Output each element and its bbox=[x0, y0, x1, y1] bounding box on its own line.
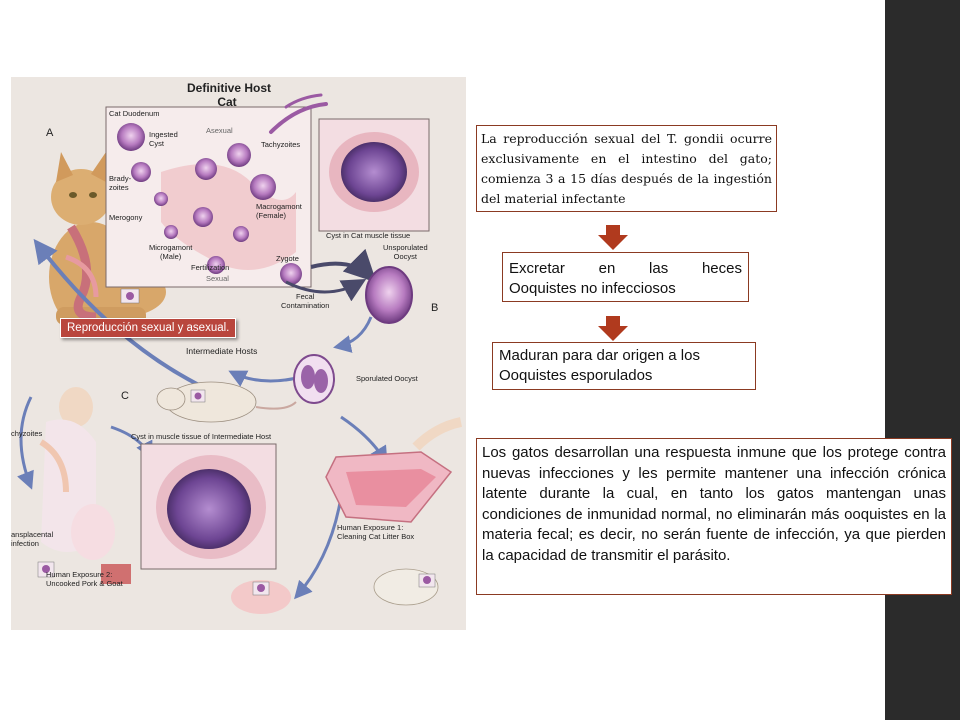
maturation-box: Maduran para dar origen a los Ooquistes … bbox=[492, 342, 756, 390]
tachyzoites-top-label: Tachyzoites bbox=[261, 140, 301, 149]
zygote-label: Zygote bbox=[276, 254, 299, 263]
pig-goat-illustration bbox=[231, 568, 439, 614]
label-a: A bbox=[46, 127, 54, 139]
maturation-line-1: Maduran para dar origen a los bbox=[499, 347, 700, 364]
unsporulated-oocyst-label: Unsporulated Oocyst bbox=[383, 243, 428, 261]
down-arrow-icon bbox=[598, 316, 628, 341]
cyst-cat-muscle-label: Cyst in Cat muscle tissue bbox=[326, 231, 411, 240]
microgamont-label: Microgamont (Male) bbox=[149, 243, 193, 261]
woman-illustration bbox=[39, 387, 115, 560]
sexual-reproduction-box: La reproducción sexual del T. gondii ocu… bbox=[476, 125, 777, 212]
sexual-label: Sexual bbox=[206, 274, 229, 283]
sexual-reproduction-text: La reproducción sexual del T. gondii ocu… bbox=[481, 131, 772, 206]
macrogamont-label: Macrogamont (Female) bbox=[256, 202, 302, 220]
cat-title: Cat bbox=[217, 94, 237, 109]
fertilization-label: Fertilization bbox=[191, 263, 230, 272]
sporulated-oocyst-label: Sporulated Oocyst bbox=[356, 374, 418, 383]
immune-response-text: Los gatos desarrollan una respuesta inmu… bbox=[482, 444, 946, 564]
label-c: C bbox=[121, 390, 129, 402]
merogony-label: Merogony bbox=[109, 213, 143, 222]
toxoplasma-life-cycle-figure: Definitive Host Cat A B C Cat Duodenum I… bbox=[11, 77, 466, 630]
litter-box-illustration bbox=[325, 417, 463, 523]
rat-illustration bbox=[156, 381, 297, 423]
tachyzoites-left-label: chyzoites bbox=[11, 429, 43, 438]
label-b: B bbox=[431, 302, 439, 314]
down-arrow-icon bbox=[598, 225, 628, 250]
immune-response-box: Los gatos desarrollan una respuesta inmu… bbox=[476, 438, 952, 595]
excretion-box: Excretar en las heces Ooquistes no infec… bbox=[502, 252, 749, 302]
maturation-line-2: Ooquistes esporulados bbox=[499, 367, 653, 384]
excretion-line-1: Excretar en las heces bbox=[509, 260, 742, 277]
definitive-host-title: Definitive Host bbox=[187, 81, 272, 95]
intestinal-cells bbox=[117, 123, 302, 285]
cyst-intermediate-label: Cyst in muscle tissue of Intermediate Ho… bbox=[131, 432, 272, 441]
cat-duodenum-label: Cat Duodenum bbox=[109, 109, 160, 118]
fecal-contamination-label: Fecal Contamination bbox=[281, 292, 330, 310]
transplacental-label: ansplacental infection bbox=[11, 530, 54, 548]
intermediate-hosts-label: Intermediate Hosts bbox=[186, 346, 258, 356]
bradyzoites-label: Brady- zoites bbox=[109, 174, 132, 192]
dark-sidebar bbox=[885, 0, 960, 720]
human-exposure-1-label: Human Exposure 1: Cleaning Cat Litter Bo… bbox=[337, 523, 415, 541]
excretion-line-2: Ooquistes no infecciosos bbox=[509, 280, 676, 297]
reproduction-tag: Reproducción sexual y asexual. bbox=[60, 318, 237, 338]
ingested-cyst-label: Ingested Cyst bbox=[149, 130, 178, 148]
asexual-label: Asexual bbox=[206, 126, 233, 135]
human-exposure-2-label: Human Exposure 2: Uncooked Pork & Goat bbox=[46, 570, 123, 588]
